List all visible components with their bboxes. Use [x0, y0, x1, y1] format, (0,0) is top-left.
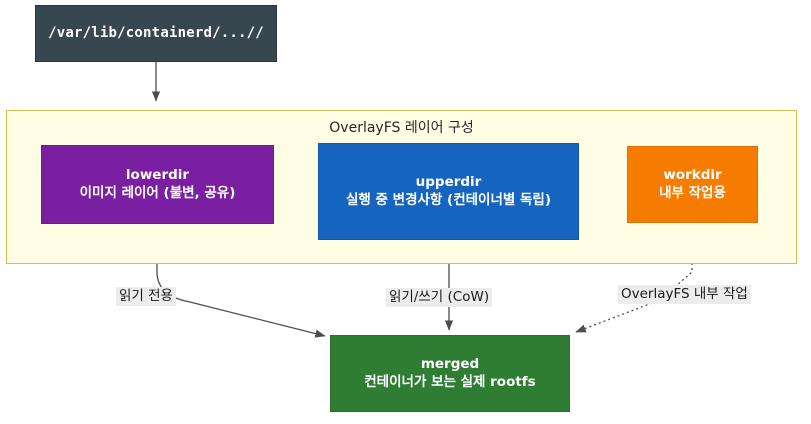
node-upperdir[interactable]: upperdir 실행 중 변경사항 (컨테이너별 독립)	[318, 143, 579, 240]
node-merged-title: merged	[420, 355, 480, 372]
node-workdir-subtitle: 내부 작업용	[659, 184, 726, 201]
node-workdir[interactable]: workdir 내부 작업용	[627, 146, 758, 223]
edge-label-read-only: 읽기 전용	[116, 287, 176, 306]
node-lowerdir-title: lowerdir	[125, 166, 190, 183]
node-upperdir-subtitle: 실행 중 변경사항 (컨테이너별 독립)	[345, 191, 552, 208]
group-overlayfs-title: OverlayFS 레이어 구성	[329, 120, 474, 136]
node-lowerdir-subtitle: 이미지 레이어 (불변, 공유)	[79, 184, 236, 201]
node-merged-subtitle: 컨테이너가 보는 실제 rootfs	[364, 373, 536, 390]
edge-label-overlayfs-internal: OverlayFS 내부 작업	[618, 285, 751, 304]
node-merged[interactable]: merged 컨테이너가 보는 실제 rootfs	[330, 335, 570, 412]
node-lowerdir[interactable]: lowerdir 이미지 레이어 (불변, 공유)	[41, 145, 274, 224]
node-upperdir-title: upperdir	[415, 173, 482, 190]
node-workdir-title: workdir	[663, 166, 722, 183]
node-root-path[interactable]: /var/lib/containerd/...//	[35, 5, 277, 62]
node-root-path-label: /var/lib/containerd/...//	[48, 25, 264, 42]
edge-label-read-write-cow: 읽기/쓰기 (CoW)	[386, 288, 493, 307]
